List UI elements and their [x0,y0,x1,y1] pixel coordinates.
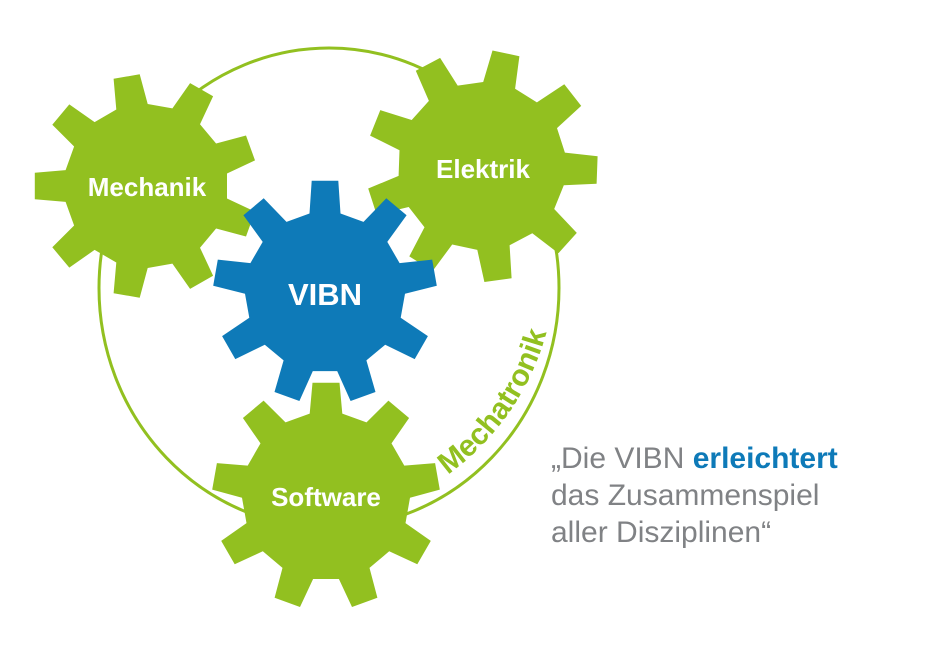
gear-elektrik-shape [368,50,598,282]
quote-line-2: das Zusammenspiel [551,479,820,512]
gear-vibn-label: VIBN [288,277,362,312]
quote-emphasis: erleichtert [692,442,838,475]
gear-software-label: Software [271,482,381,512]
gear-software: Software [212,382,440,607]
gear-mechanik-shape [34,74,255,298]
gear-elektrik-label: Elektrik [436,154,530,184]
gear-mechanik-label: Mechanik [88,172,207,202]
quote-text: „Die VIBN erleichtert das Zusammenspiel … [551,440,921,551]
quote-open: „Die VIBN [551,442,693,475]
gear-elektrik: Elektrik [368,50,598,282]
gear-vibn: VIBN [213,180,437,401]
gear-software-shape [212,382,440,607]
gear-vibn-shape [213,180,437,401]
quote-line-3: aller Disziplinen“ [551,516,772,549]
gear-mechanik: Mechanik [34,74,255,298]
